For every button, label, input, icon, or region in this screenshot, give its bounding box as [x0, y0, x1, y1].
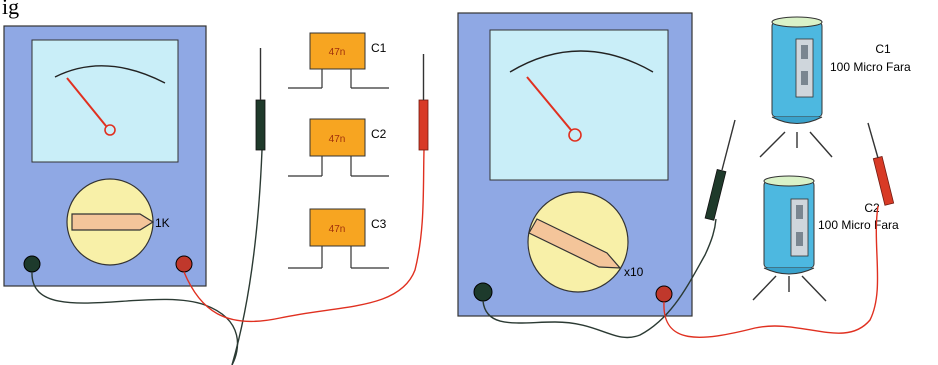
electrolytic-cap-value: 100 Micro Fara	[818, 218, 899, 232]
left-meter-com-jack[interactable]	[23, 255, 41, 273]
left-meter-v-jack[interactable]	[175, 255, 193, 273]
right-multimeter: x10	[457, 12, 693, 317]
black-lead-wire	[231, 149, 263, 365]
left-black-test-lead	[31, 48, 266, 365]
black-probe-handle[interactable]	[704, 169, 727, 221]
left-red-test-lead	[183, 54, 429, 323]
ceramic-cap-value: 47n	[329, 134, 346, 145]
ceramic-capacitor-c3: 47n C3	[288, 208, 389, 269]
left-meter-range-label: 1K	[155, 216, 170, 230]
right-meter-com-jack[interactable]	[473, 282, 493, 302]
ceramic-cap-body	[309, 118, 366, 157]
ceramic-capacitor-c1: 47n C1	[288, 32, 389, 89]
left-meter-pivot	[104, 124, 116, 136]
left-meter-screen	[31, 39, 179, 163]
red-probe-handle[interactable]	[418, 99, 429, 151]
polarity-stripe	[795, 38, 814, 98]
ceramic-cap-value: 47n	[329, 47, 346, 58]
ceramic-cap-label: C2	[371, 127, 387, 141]
red-probe-handle[interactable]	[872, 156, 895, 206]
right-meter-v-jack[interactable]	[655, 285, 673, 303]
red-lead-wire	[183, 149, 425, 323]
right-meter-scale-arc	[509, 50, 654, 73]
right-meter-dial-pointer	[528, 218, 622, 269]
right-meter-range-label: x10	[624, 265, 644, 279]
ceramic-capacitor-c2: 47n C2	[288, 118, 389, 177]
electrolytic-capacitor-c1: C1 100 Micro Fara	[759, 16, 911, 158]
figure-caption-fragment: ig	[2, 0, 20, 19]
left-meter-dial-pointer	[71, 213, 155, 231]
right-meter-pivot	[568, 128, 582, 142]
right-meter-needle	[526, 76, 572, 131]
red-lead-wire	[663, 205, 879, 338]
left-multimeter: 1K	[3, 25, 207, 287]
ceramic-cap-value: 47n	[329, 224, 346, 235]
electrolytic-capacitor-c2: C2 100 Micro Fara	[752, 175, 899, 302]
electrolytic-cap-label: C2	[864, 201, 880, 215]
electrolytic-cap-label: C1	[875, 42, 891, 56]
black-probe-handle[interactable]	[255, 99, 266, 151]
left-meter-scale-arc	[54, 65, 166, 84]
polarity-stripe	[790, 198, 809, 257]
right-black-test-lead	[482, 119, 736, 339]
ceramic-cap-label: C3	[371, 217, 387, 231]
electrolytic-cap-value: 100 Micro Fara	[830, 60, 911, 74]
ceramic-cap-label: C1	[371, 41, 387, 55]
right-meter-screen	[489, 29, 669, 181]
ceramic-cap-body	[309, 32, 366, 70]
left-meter-needle	[66, 77, 107, 127]
black-lead-wire	[482, 218, 717, 339]
right-red-test-lead	[663, 122, 895, 338]
red-probe-tip	[867, 122, 879, 159]
ceramic-cap-body	[309, 208, 366, 247]
black-probe-tip	[721, 119, 736, 171]
